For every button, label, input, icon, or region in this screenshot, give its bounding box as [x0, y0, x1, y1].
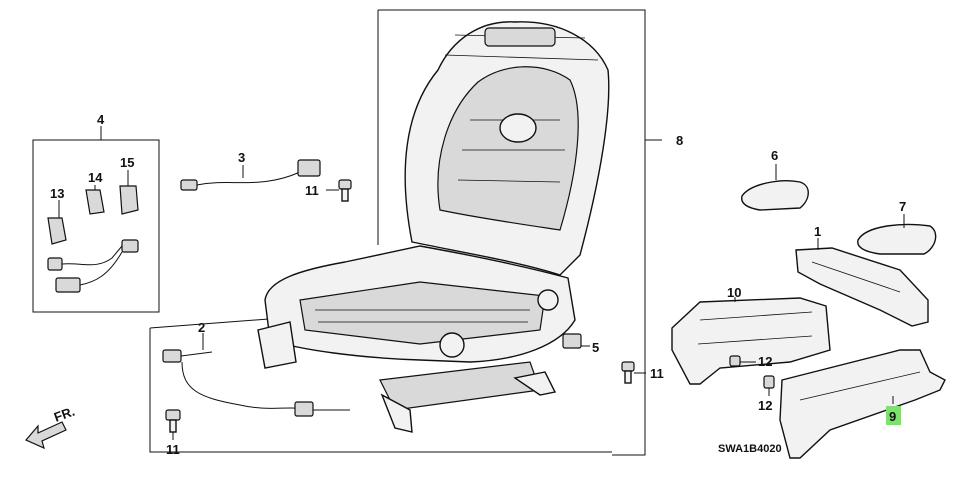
- callout-1[interactable]: 1: [814, 224, 821, 239]
- callout-12-bottom[interactable]: 12: [758, 398, 772, 413]
- part-6-cover: [741, 164, 809, 211]
- callout-12-top[interactable]: 12: [758, 354, 772, 369]
- callout-8[interactable]: 8: [676, 133, 683, 148]
- diagram-code: SWA1B4020: [718, 443, 782, 455]
- callout-11-bottom[interactable]: 11: [166, 442, 180, 457]
- callout-9[interactable]: 9: [889, 409, 896, 424]
- bolt-11b: [621, 361, 646, 384]
- bolt-11c: [165, 409, 181, 440]
- highlight-9: [886, 406, 901, 425]
- part-10-trim: [671, 297, 831, 385]
- part-3-harness: [180, 159, 321, 191]
- callout-6[interactable]: 6: [771, 148, 778, 163]
- callout-10[interactable]: 10: [727, 285, 741, 300]
- part-2-harness: [162, 333, 350, 417]
- callout-5[interactable]: 5: [592, 340, 599, 355]
- callout-2[interactable]: 2: [198, 320, 205, 335]
- bracket-2: [149, 328, 612, 453]
- front-direction-arrow: FR.: [25, 404, 77, 450]
- callout-14[interactable]: 14: [88, 170, 103, 185]
- callout-15[interactable]: 15: [120, 155, 134, 170]
- part-7-cover: [857, 214, 937, 255]
- callout-7[interactable]: 7: [899, 199, 906, 214]
- part-9-trim: [779, 349, 946, 459]
- direction-label: FR.: [52, 404, 77, 425]
- part-12-clips: [729, 355, 775, 396]
- callout-3[interactable]: 3: [238, 150, 245, 165]
- bolt-11a: [326, 179, 352, 202]
- callout-13[interactable]: 13: [50, 186, 64, 201]
- callout-11-right[interactable]: 11: [650, 366, 664, 381]
- callout-4[interactable]: 4: [97, 112, 105, 127]
- bracket-8: [378, 9, 646, 456]
- callout-11-top[interactable]: 11: [305, 183, 319, 198]
- bracket-2-top: [149, 317, 283, 329]
- seat-cushion-frame: [257, 245, 576, 433]
- part-5-clip: [562, 333, 590, 349]
- seat-back-frame: [404, 21, 610, 276]
- bracket-4: [32, 139, 160, 313]
- part-1-bracket: [795, 238, 929, 327]
- part-4-kit: [47, 170, 139, 293]
